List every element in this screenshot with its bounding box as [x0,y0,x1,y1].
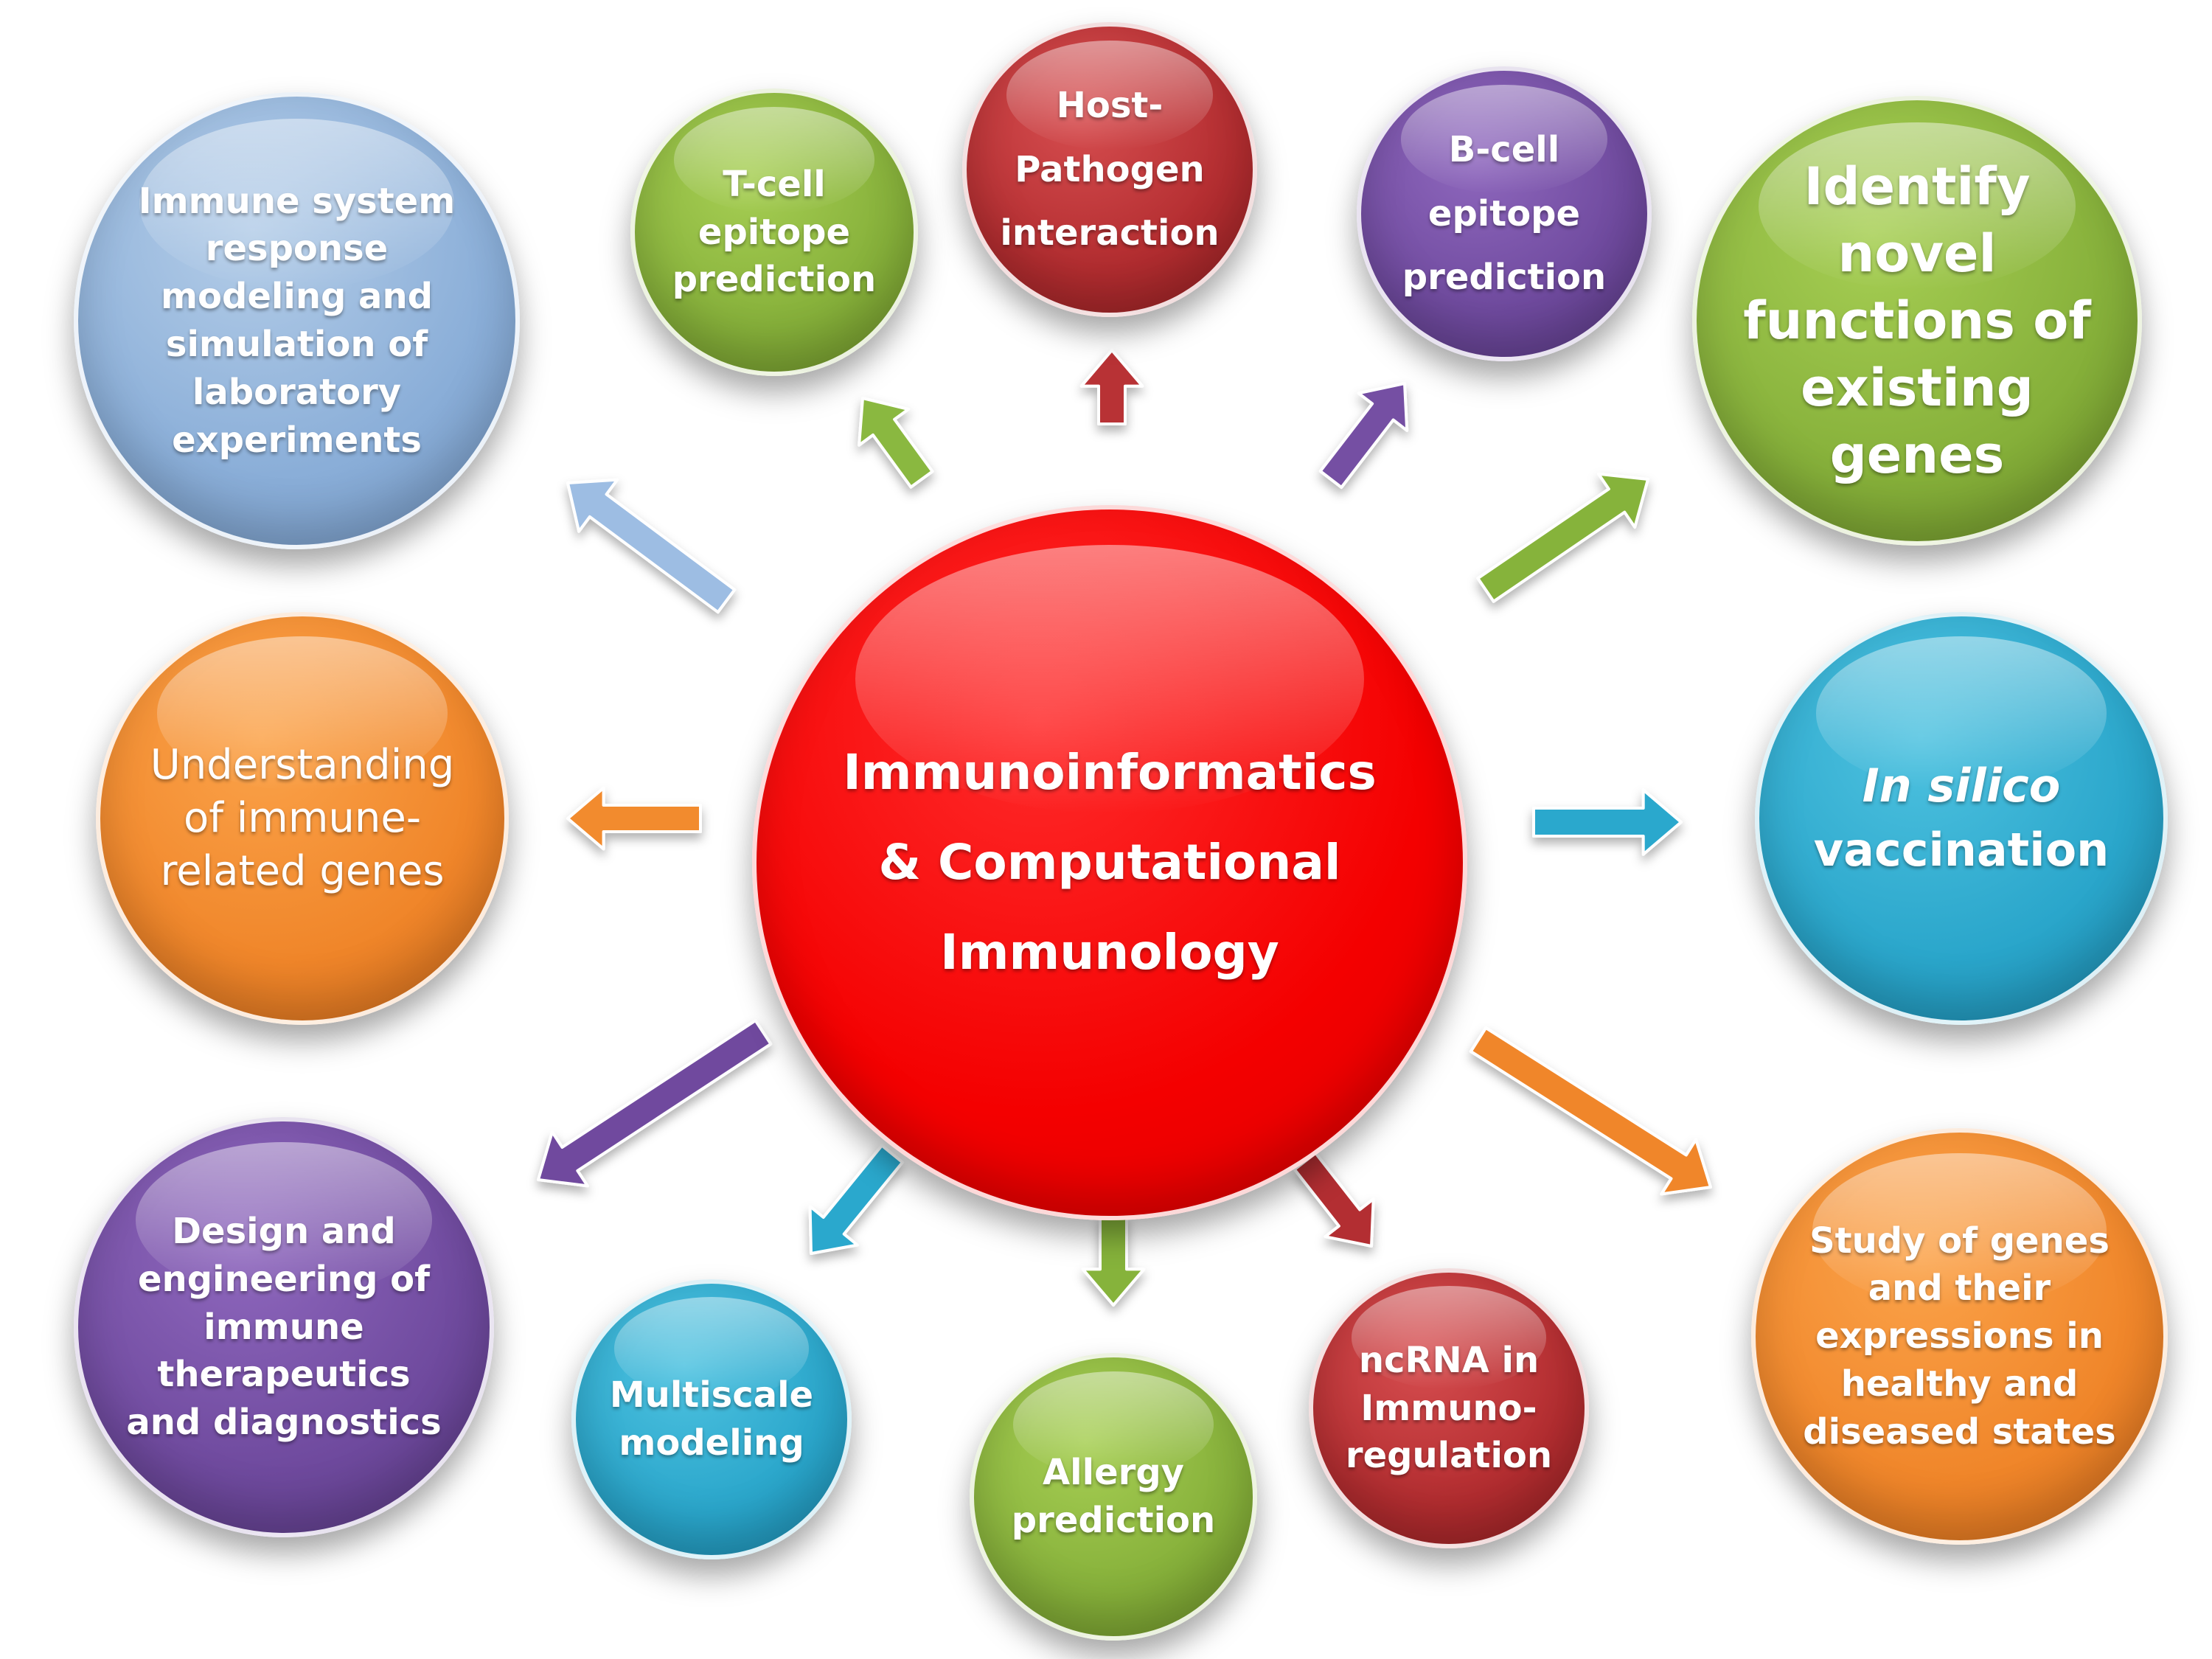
host-pathogen-label: Host- Pathogen interaction [983,74,1237,265]
host-pathogen-line-3: interaction [1000,212,1220,254]
design-line-5: and diagnostics [126,1402,442,1444]
allergy-label: Allergy prediction [995,1449,1232,1545]
center-line-3: Immunology [940,924,1279,981]
center-node: Immunoinformatics & Computational Immuno… [752,505,1467,1220]
in-silico-line-1: In silico [1862,759,2061,813]
study-genes-line-3: expressions in [1815,1315,2104,1357]
multiscale-line-2: modeling [619,1422,804,1464]
design-line-2: engineering of [137,1258,431,1300]
center-line-1: Immunoinformatics [843,743,1377,801]
node-immune-system-modeling: Immune system response modeling and simu… [74,92,520,549]
immune-system-line-5: laboratory [192,371,402,413]
center-label: Immunoinformatics & Computational Immuno… [801,728,1419,998]
arrow-to-ncrna [1293,1151,1375,1248]
study-genes-line-2: and their [1868,1267,2051,1310]
bcell-line-2: epitope [1427,192,1581,234]
arrow-to-identify [1476,472,1649,603]
identify-line-1: Identify [1804,156,2031,217]
in-silico-label: In silico vaccination [1790,754,2133,883]
study-genes-line-5: diseased states [1803,1411,2116,1453]
ncrna-line-1: ncRNA in [1358,1339,1540,1381]
host-pathogen-line-2: Pathogen [1015,148,1205,190]
tcell-line-2: epitope [698,211,851,253]
design-line-4: therapeutics [157,1354,411,1396]
study-genes-line-4: healthy and [1840,1363,2079,1405]
arrow-to-allergy [1081,1215,1146,1307]
design-line-3: immune [204,1306,364,1348]
arrow-to-host-pathogen [1079,349,1144,425]
allergy-line-2: prediction [1011,1500,1216,1541]
arrow-to-bcell [1318,382,1409,489]
node-ncrna-immunoregulation: ncRNA in Immuno- regulation [1309,1268,1589,1548]
immune-system-line-6: experiments [172,419,422,461]
center-line-2: & Computational [878,833,1341,891]
identify-label: Identify novel functions of existing gen… [1717,153,2117,489]
bcell-line-1: B-cell [1448,129,1560,171]
arrow-to-tcell [858,397,934,489]
node-understanding-immune-genes: Understanding of immune- related genes [96,612,509,1025]
node-design-engineering: Design and engineering of immune therape… [74,1117,494,1537]
arrow-to-understanding [566,786,702,851]
node-study-of-genes: Study of genes and their expressions in … [1751,1128,2168,1545]
study-genes-label: Study of genes and their expressions in … [1778,1217,2140,1456]
tcell-label: T-cell epitope prediction [655,161,893,304]
ncrna-line-3: regulation [1345,1435,1553,1477]
identify-line-4: existing [1801,357,2034,418]
understanding-line-3: related genes [160,846,445,895]
bcell-line-3: prediction [1402,257,1607,299]
understanding-line-2: of immune- [183,794,422,843]
multiscale-line-1: Multiscale [609,1374,814,1416]
host-pathogen-line-1: Host- [1056,85,1164,127]
study-genes-line-1: Study of genes [1809,1220,2110,1262]
understanding-label: Understanding of immune- related genes [126,739,479,897]
arrow-to-study-genes [1469,1026,1712,1196]
understanding-line-1: Understanding [150,741,455,790]
identify-line-2: novel [1837,223,1997,284]
tcell-line-3: prediction [672,259,877,301]
node-host-pathogen-interaction: Host- Pathogen interaction [962,22,1257,317]
node-bcell-epitope-prediction: B-cell epitope prediction [1357,66,1652,361]
node-identify-novel-functions: Identify novel functions of existing gen… [1692,96,2142,546]
node-tcell-epitope-prediction: T-cell epitope prediction [630,88,918,376]
identify-line-3: functions of [1743,290,2091,351]
tcell-line-1: T-cell [723,163,826,205]
bcell-label: B-cell epitope prediction [1385,118,1624,309]
immune-system-label: Immune system response modeling and simu… [112,178,481,465]
immune-system-line-3: modeling and [161,276,433,318]
arrow-to-multiscale [808,1144,904,1255]
immune-system-line-1: Immune system [138,180,456,222]
arrow-to-design [537,1019,773,1188]
arrow-to-in-silico [1532,788,1683,856]
node-multiscale-modeling: Multiscale modeling [571,1279,852,1559]
identify-line-5: genes [1829,424,2005,485]
design-label: Design and engineering of immune therape… [102,1208,466,1447]
ncrna-label: ncRNA in Immuno- regulation [1329,1337,1568,1480]
multiscale-label: Multiscale modeling [594,1371,830,1467]
arrow-to-immune-system [566,478,737,614]
in-silico-line-2: vaccination [1813,823,2110,877]
node-in-silico-vaccination: In silico vaccination [1755,612,2168,1025]
design-line-1: Design and [172,1211,396,1252]
immune-system-line-2: response [205,228,389,270]
allergy-line-1: Allergy [1043,1452,1184,1494]
immune-system-line-4: simulation of [165,324,428,365]
node-allergy-prediction: Allergy prediction [970,1353,1257,1641]
ncrna-line-2: Immuno- [1360,1387,1537,1429]
